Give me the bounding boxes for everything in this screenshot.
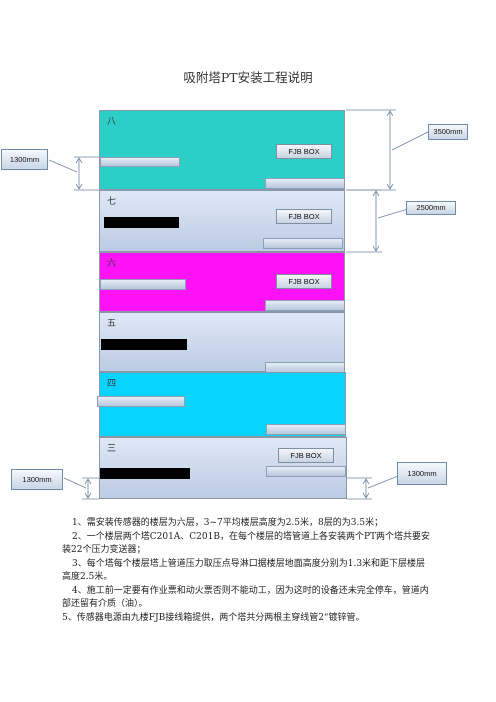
pt-marker: [265, 178, 345, 189]
floor-4: 四: [97, 372, 346, 437]
pt-marker: [100, 279, 186, 290]
pt-marker: [97, 396, 185, 407]
floor-8: 八 FJB BOX: [99, 110, 345, 190]
floor-label: 六: [107, 259, 117, 269]
pt-marker: [100, 157, 180, 167]
floor-label: 八: [107, 117, 117, 127]
note-2: 2、一个楼层两个塔C201A、C201B，在每个楼层的塔管道上各安装两个PT两个…: [62, 531, 431, 556]
fjb-box: FJB BOX: [276, 209, 332, 224]
pt-marker: [263, 238, 343, 249]
note-5: 5、传感器电源由九楼FJB接线箱提供，两个塔共分两根主穿线管2“镀锌管。: [62, 612, 365, 623]
fjb-box: FJB BOX: [276, 274, 332, 289]
dimension-callout-2500: 2500mm: [406, 201, 456, 215]
pt-marker: [266, 424, 346, 435]
floor-label: 四: [107, 379, 117, 389]
fjb-box: FJB BOX: [276, 144, 332, 159]
floor-7: 七 FJB BOX: [99, 190, 345, 252]
note-3: 3、每个塔每个楼层塔上管道压力取压点导淋口据楼层地面高度分别为1.3米和距下层楼…: [62, 558, 426, 583]
dimension-callout-1300-lower-left: 1300mm: [11, 469, 63, 490]
floor-label: 七: [107, 197, 117, 207]
pt-marker: [266, 466, 346, 477]
redaction-bar: [104, 217, 179, 228]
floor-3: 三 FJB BOX: [99, 437, 347, 499]
floor-label: 三: [107, 444, 117, 454]
installation-notes: 1、需安装传感器的楼层为六层，3~7平均楼层高度为2.5米，8层的为3.5米； …: [62, 517, 432, 625]
note-1: 1、需安装传感器的楼层为六层，3~7平均楼层高度为2.5米，8层的为3.5米；: [72, 518, 384, 528]
note-4: 4、施工前一定要有作业票和动火票否则不能动工，因为这时的设备还未完全停车，管道内…: [62, 585, 429, 610]
dimension-callout-1300-lower-right: 1300mm: [397, 462, 447, 485]
fjb-box: FJB BOX: [278, 448, 334, 463]
page-title: 吸附塔PT安装工程说明: [183, 70, 313, 85]
floor-5: 五: [99, 312, 345, 373]
floor-6: 六 FJB BOX: [99, 252, 345, 312]
redaction-bar: [101, 339, 187, 350]
floor-label: 五: [107, 319, 117, 329]
pt-marker: [265, 300, 345, 311]
dimension-callout-3500: 3500mm: [428, 124, 468, 140]
redaction-bar: [100, 468, 190, 479]
dimension-callout-1300-upper-left: 1300mm: [1, 149, 48, 170]
